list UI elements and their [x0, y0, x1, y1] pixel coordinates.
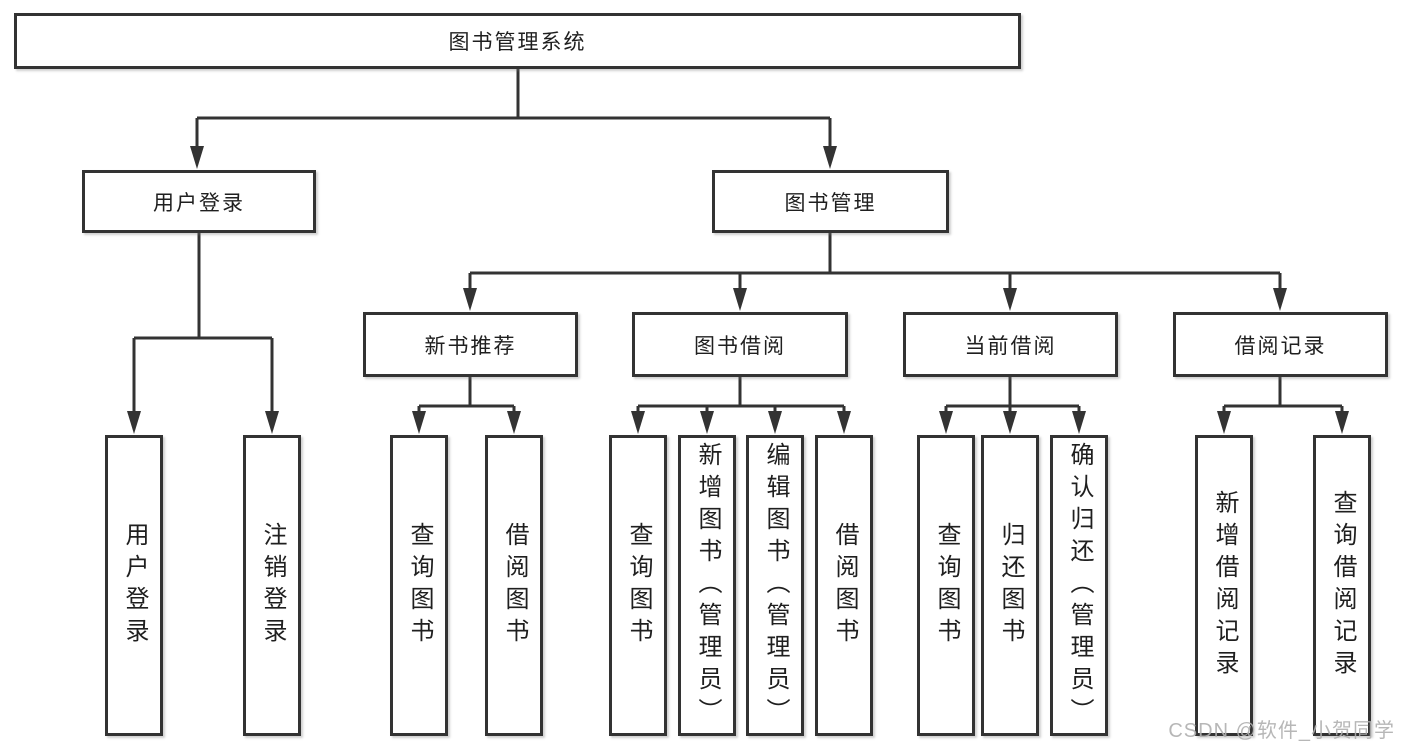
leaf-nb-borrow-books: 借阅图书 [485, 435, 543, 736]
node-user-login: 用户登录 [82, 170, 316, 233]
node-current-borrow: 当前借阅 [903, 312, 1118, 377]
node-label: 借阅图书 [831, 521, 858, 650]
node-book-borrow: 图书借阅 [632, 312, 848, 377]
node-library-management-system: 图书管理系统 [14, 13, 1021, 69]
node-label: 编辑图书（管理员） [762, 441, 789, 730]
leaf-user-login: 用户登录 [105, 435, 163, 736]
node-label: 确认归还（管理员） [1066, 441, 1093, 730]
node-label: 查询借阅记录 [1329, 489, 1356, 682]
node-label: 图书管理系统 [448, 31, 587, 54]
node-label: 查询图书 [933, 521, 960, 650]
node-label: 用户登录 [121, 521, 148, 650]
node-label: 借阅记录 [1234, 334, 1327, 358]
node-label: 新书推荐 [424, 334, 517, 358]
leaf-cb-confirm-return-admin: 确认归还（管理员） [1050, 435, 1108, 736]
node-borrow-records: 借阅记录 [1173, 312, 1388, 377]
node-label: 查询图书 [625, 521, 652, 650]
node-label: 用户登录 [153, 191, 245, 215]
leaf-bb-borrow-books: 借阅图书 [815, 435, 873, 736]
node-label: 归还图书 [997, 521, 1024, 650]
leaf-bb-query-books: 查询图书 [609, 435, 667, 736]
leaf-bb-edit-books-admin: 编辑图书（管理员） [746, 435, 804, 736]
node-label: 当前借阅 [964, 334, 1057, 358]
leaf-cb-return-books: 归还图书 [981, 435, 1039, 736]
leaf-bb-add-books-admin: 新增图书（管理员） [678, 435, 736, 736]
node-label: 借阅图书 [501, 521, 528, 650]
leaf-cb-query-books: 查询图书 [917, 435, 975, 736]
node-label: 图书管理 [784, 191, 877, 215]
node-label: 查询图书 [406, 521, 433, 650]
node-label: 新增借阅记录 [1211, 489, 1238, 682]
node-label: 图书借阅 [694, 334, 786, 358]
node-book-management: 图书管理 [712, 170, 949, 233]
leaf-br-add-record: 新增借阅记录 [1195, 435, 1253, 736]
leaf-nb-query-books: 查询图书 [390, 435, 448, 736]
leaf-br-query-record: 查询借阅记录 [1313, 435, 1371, 736]
leaf-logout-login: 注销登录 [243, 435, 301, 736]
node-label: 新增图书（管理员） [694, 441, 721, 730]
node-label: 注销登录 [259, 521, 286, 650]
node-new-book-recommend: 新书推荐 [363, 312, 578, 377]
